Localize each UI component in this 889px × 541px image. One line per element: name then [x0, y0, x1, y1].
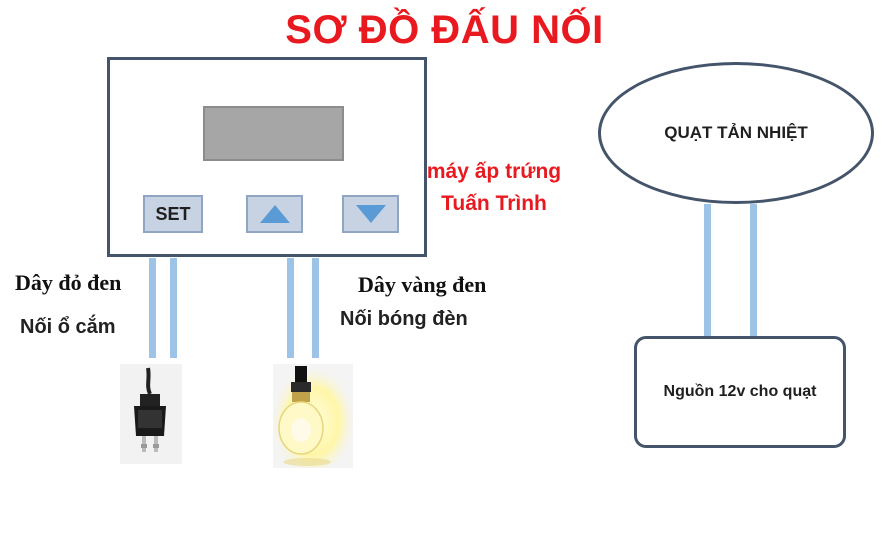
diagram-title: SƠ ĐỒ ĐẤU NỐI	[285, 8, 604, 52]
cooling-fan: QUẠT TẢN NHIỆT	[598, 62, 874, 204]
yellow-black-wire-1	[287, 258, 294, 358]
red-black-wire-1	[149, 258, 156, 358]
power-supply-box: Nguồn 12v cho quạt	[634, 336, 846, 448]
brand-line2: Tuấn Trình	[441, 192, 547, 215]
down-button[interactable]	[342, 195, 399, 233]
power-plug-icon	[120, 364, 182, 464]
arrow-down-icon	[355, 205, 386, 223]
power-supply-label: Nguồn 12v cho quạt	[663, 383, 817, 400]
brand-line1: máy ấp trứng	[426, 160, 562, 183]
arrow-up-icon	[259, 205, 290, 223]
middle-wire-connection: Nối bóng đèn	[340, 308, 468, 330]
controller-display	[203, 106, 344, 161]
light-bulb-icon	[273, 364, 353, 468]
left-wire-label: Dây đỏ đen	[15, 270, 122, 295]
yellow-black-wire-2	[312, 258, 319, 358]
up-button[interactable]	[246, 195, 303, 233]
set-button[interactable]: SET	[143, 195, 203, 233]
cooling-fan-label: QUẠT TẢN NHIỆT	[664, 123, 808, 142]
left-wire-connection: Nối ổ cắm	[20, 316, 116, 338]
middle-wire-label: Dây vàng đen	[358, 272, 487, 297]
fan-wire-1	[704, 204, 711, 338]
fan-wire-2	[750, 204, 757, 338]
red-black-wire-2	[170, 258, 177, 358]
